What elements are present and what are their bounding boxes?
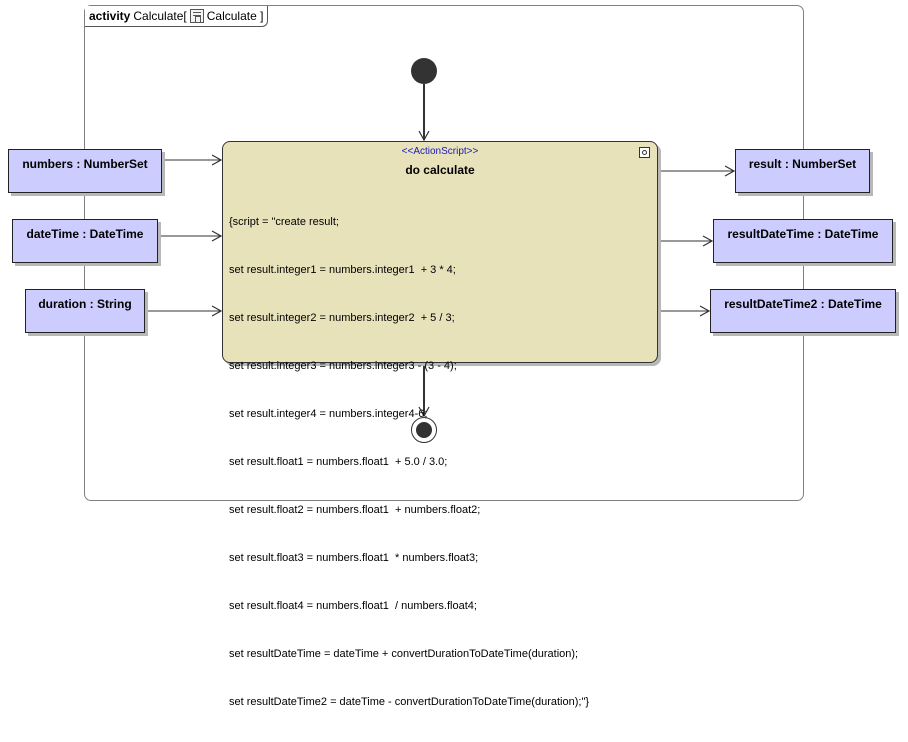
script-line: set result.float1 = numbers.float1 + 5.0… — [229, 456, 448, 468]
output-pin-result[interactable]: result : NumberSet — [735, 149, 870, 193]
final-node[interactable] — [411, 417, 437, 443]
pin-label: duration : String — [38, 297, 132, 311]
pin-label: resultDateTime : DateTime — [727, 227, 879, 241]
input-pin-numbers[interactable]: numbers : NumberSet — [8, 149, 162, 193]
rake-icon — [639, 147, 650, 158]
script-line: set result.float4 = numbers.float1 / num… — [229, 600, 477, 612]
frame-header: activity Calculate[ Calculate ] — [85, 6, 269, 27]
action-name: do calculate — [405, 163, 475, 177]
pin-label: numbers : NumberSet — [22, 157, 148, 171]
output-pin-resultdatetime[interactable]: resultDateTime : DateTime — [713, 219, 893, 263]
script-line: set result.float2 = numbers.float1 + num… — [229, 504, 481, 516]
activity-diagram-icon — [189, 9, 204, 23]
frame-name: Calculate[ — [133, 9, 187, 23]
script-line: set resultDateTime2 = dateTime - convert… — [229, 696, 590, 708]
script-line: set result.float3 = numbers.float1 * num… — [229, 552, 479, 564]
frame-behavior: Calculate ] — [206, 9, 264, 23]
flow-edges — [145, 84, 736, 418]
action-do-calculate[interactable]: <<ActionScript>> do calculate {script = … — [222, 141, 658, 708]
script-line: {script = "create result; — [229, 216, 339, 228]
output-pin-resultdatetime2[interactable]: resultDateTime2 : DateTime — [710, 289, 896, 333]
script-line: set resultDateTime = dateTime + convertD… — [229, 648, 579, 660]
frame-keyword: activity — [89, 9, 131, 23]
pin-label: dateTime : DateTime — [26, 227, 144, 241]
pin-label: result : NumberSet — [748, 157, 857, 171]
script-line: set result.integer2 = numbers.integer2 +… — [229, 312, 455, 324]
script-line: set result.integer1 = numbers.integer1 +… — [229, 264, 456, 276]
initial-node[interactable] — [411, 58, 437, 84]
action-script: {script = "create result; set result.int… — [229, 182, 589, 742]
input-pin-duration[interactable]: duration : String — [25, 289, 145, 333]
pin-label: resultDateTime2 : DateTime — [724, 297, 882, 311]
script-line: set result.integer3 = numbers.integer3 -… — [229, 360, 457, 372]
input-pin-datetime[interactable]: dateTime : DateTime — [12, 219, 158, 263]
action-stereotype: <<ActionScript>> — [401, 146, 479, 157]
script-line: set result.integer4 = numbers.integer4-6… — [229, 408, 428, 420]
